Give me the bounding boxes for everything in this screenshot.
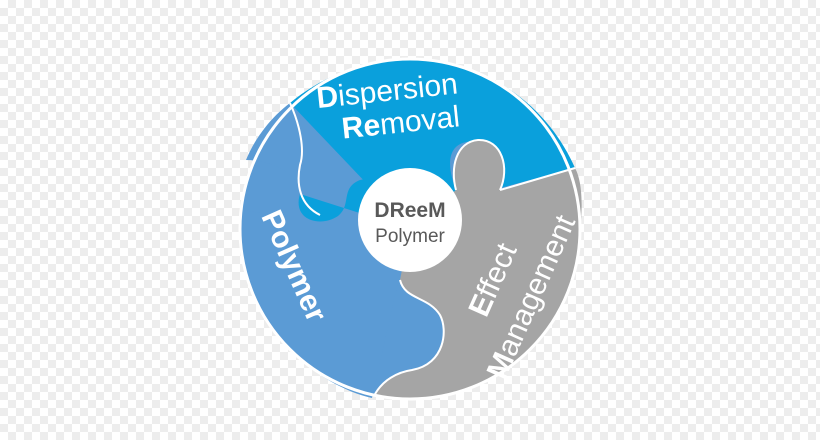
hub-title: DReeM — [374, 199, 445, 222]
svg-text:Effect: Effect — [462, 238, 523, 322]
puzzle-piece-effect-management — [374, 139, 582, 399]
hub-circle — [358, 168, 462, 272]
diagram-rim — [238, 57, 582, 401]
puzzle-piece-polymer — [243, 103, 410, 398]
puzzle-piece-dispersion-removal — [290, 59, 575, 229]
removal-initial: Re — [340, 109, 382, 146]
hub-subtitle: Polymer — [375, 226, 445, 247]
puzzle-seams — [289, 102, 576, 397]
dispersion-initial: D — [315, 80, 340, 115]
